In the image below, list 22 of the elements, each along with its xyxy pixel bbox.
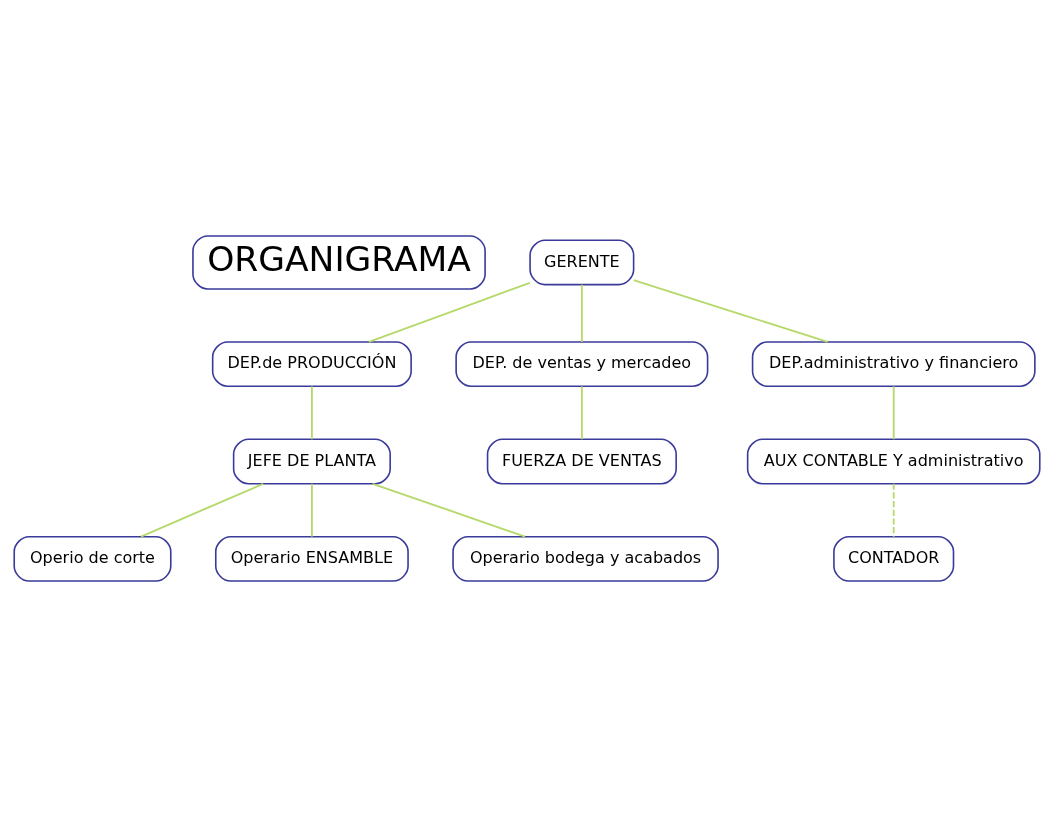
connector [368, 281, 531, 343]
connector [310, 385, 313, 441]
connector [310, 482, 313, 538]
node-box: FUERZA DE VENTAS [486, 438, 677, 485]
node-box: JEFE DE PLANTA [232, 438, 391, 485]
node-box: DEP.administrativo y financiero [751, 341, 1036, 388]
node-box: Operario ENSAMBLE [214, 535, 409, 582]
node-box: CONTADOR [833, 535, 955, 582]
connector [580, 283, 583, 343]
connector [371, 482, 526, 538]
connector [632, 279, 829, 343]
node-box: DEP. de ventas y mercadeo [455, 341, 709, 388]
connector [892, 482, 895, 538]
connector [580, 385, 583, 441]
node-box: Operio de corte [13, 535, 172, 582]
node-box: ORGANIGRAMA [192, 235, 486, 290]
node-box: Operario bodega y acabados [452, 535, 719, 582]
node-box: GERENTE [529, 239, 635, 286]
connector [140, 482, 265, 538]
node-box: AUX CONTABLE Y administrativo [746, 438, 1041, 485]
node-box: DEP.de PRODUCCIÓN [211, 341, 412, 388]
connector [892, 385, 895, 441]
